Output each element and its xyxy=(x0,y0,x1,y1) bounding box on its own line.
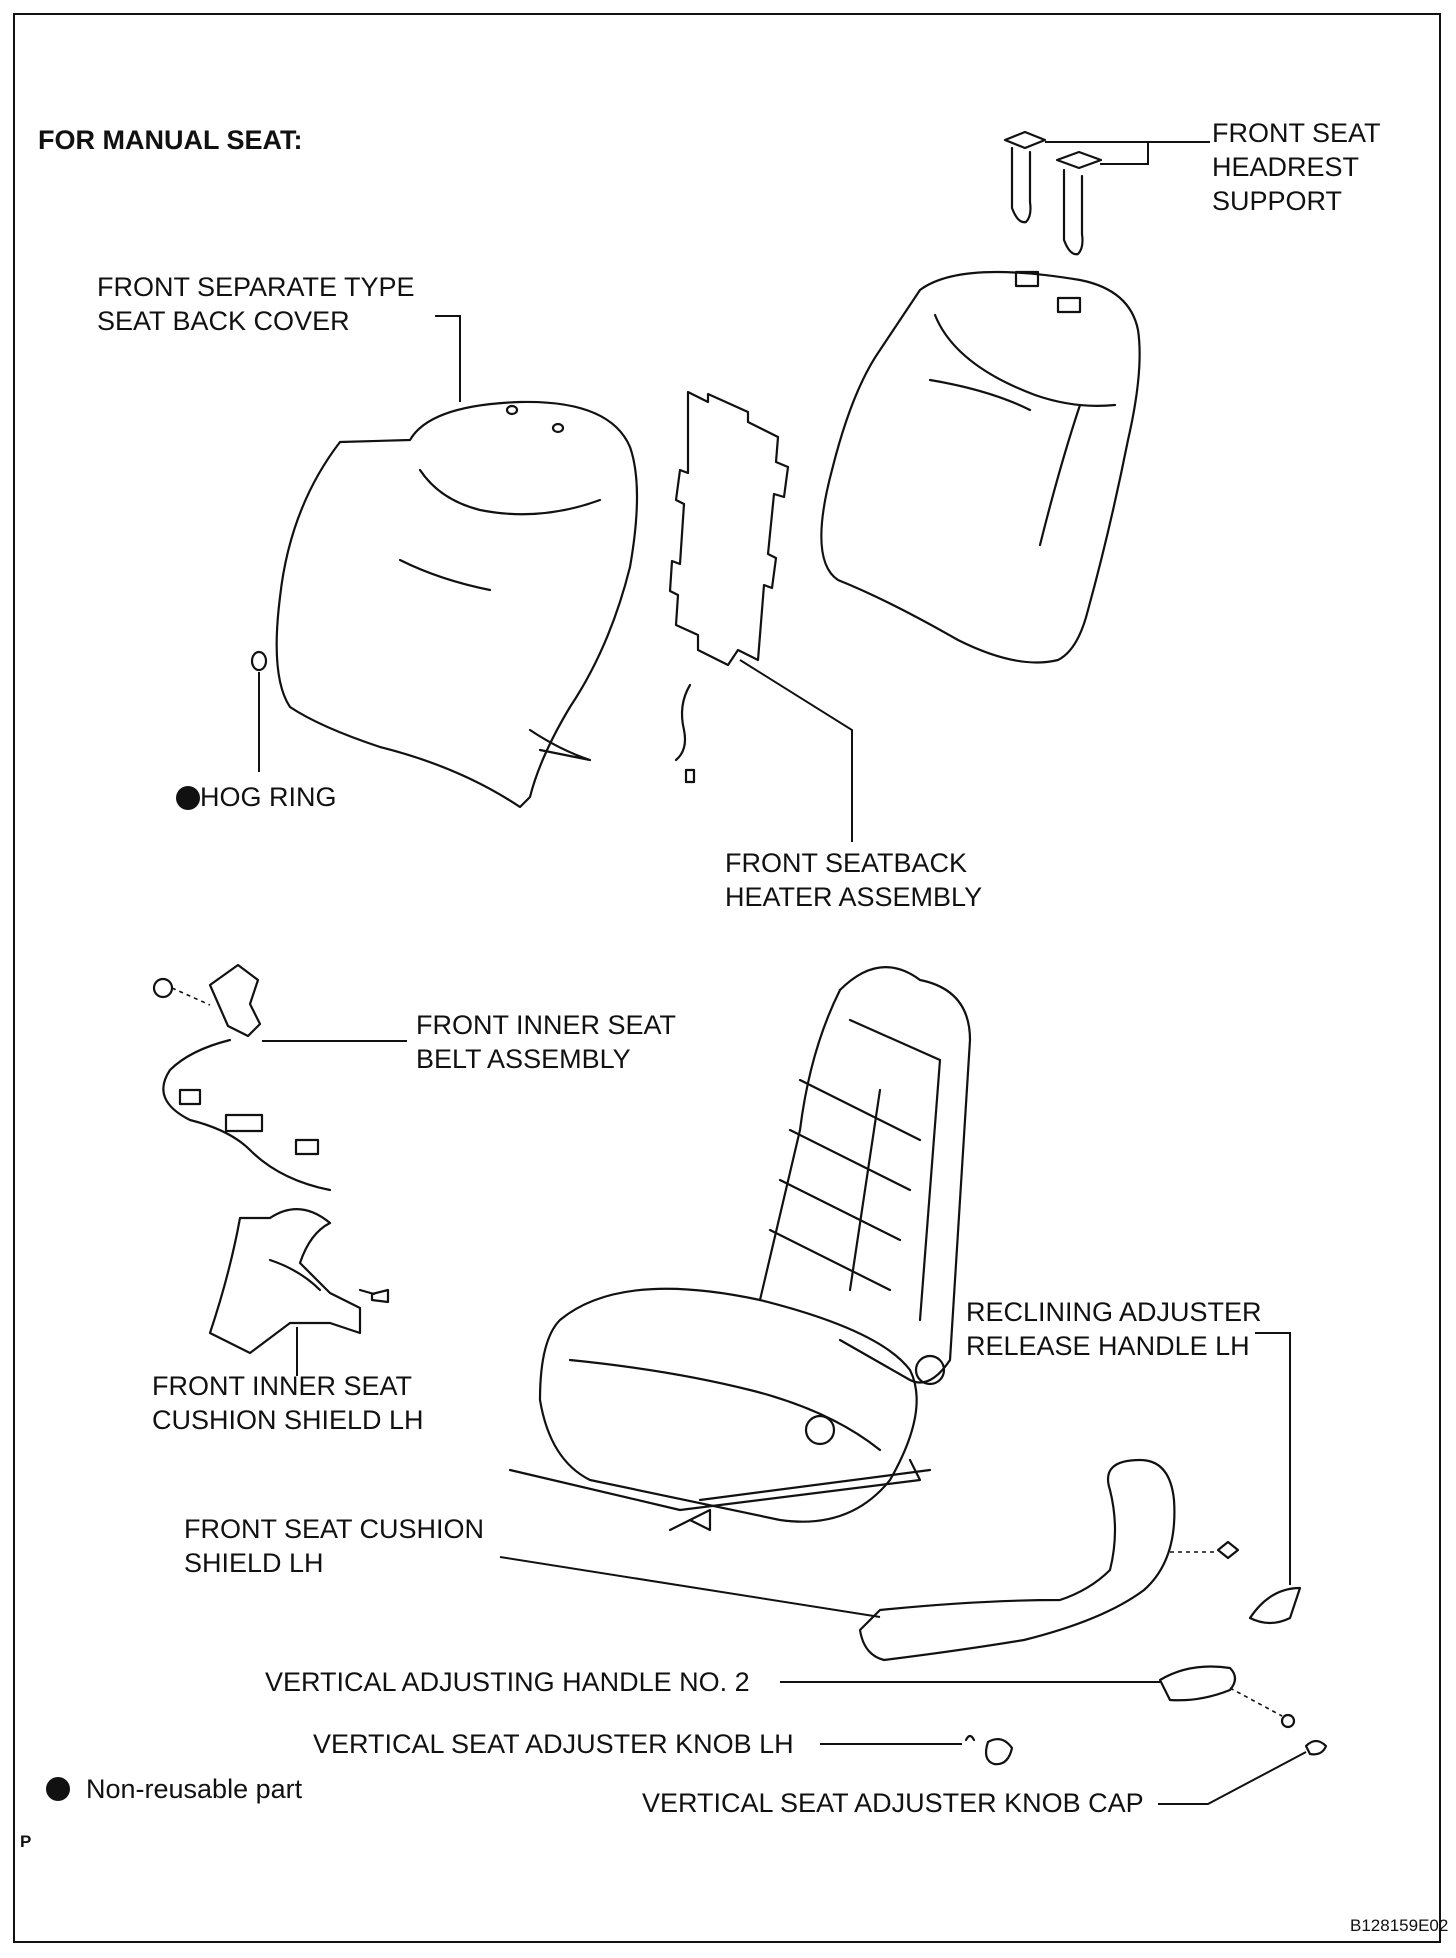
leader-seat-back-cover xyxy=(435,315,461,402)
leader-seatback-heater xyxy=(739,659,853,842)
reclining-handle-part xyxy=(1216,1540,1302,1625)
seat-frame-cushion-part xyxy=(508,966,972,1532)
label-cushion-shield-line-1: FRONT SEAT CUSHION xyxy=(184,1514,485,1544)
label-reclining-handle: RECLINING ADJUSTER RELEASE HANDLE LH xyxy=(966,1295,1262,1363)
inner-cushion-shield-part xyxy=(208,1208,390,1355)
label-seat-back-cover-line-1: FRONT SEPARATE TYPE xyxy=(97,272,415,302)
label-inner-cushion-shield-line-2: CUSHION SHIELD LH xyxy=(152,1405,424,1435)
label-inner-seat-belt-line-2: BELT ASSEMBLY xyxy=(416,1044,631,1074)
label-inner-seat-belt-line-1: FRONT INNER SEAT xyxy=(416,1010,677,1040)
label-seatback-heater-line-2: HEATER ASSEMBLY xyxy=(725,882,983,912)
headrest-support-parts xyxy=(1003,130,1103,256)
leader-knob-cap xyxy=(1158,1751,1307,1805)
diagram-title: FOR MANUAL SEAT: xyxy=(38,125,303,155)
label-cushion-shield-line-2: SHIELD LH xyxy=(184,1548,324,1578)
hog-ring-non-reusable-mark xyxy=(176,786,200,810)
vertical-handle-part xyxy=(1158,1665,1296,1729)
diagram-frame xyxy=(13,13,1441,1943)
leader-cushion-shield xyxy=(499,1556,881,1618)
label-reclining-handle-line-2: RELEASE HANDLE LH xyxy=(966,1331,1250,1361)
knob-cap-part xyxy=(1304,1739,1328,1756)
adjuster-knob-part xyxy=(964,1734,1014,1766)
seat-back-cover-part xyxy=(275,400,639,809)
label-seat-back-cover: FRONT SEPARATE TYPE SEAT BACK COVER xyxy=(97,270,415,338)
label-vertical-handle: VERTICAL ADJUSTING HANDLE NO. 2 xyxy=(265,1667,750,1697)
legend-non-reusable-text: Non-reusable part xyxy=(86,1774,303,1804)
label-inner-cushion-shield-line-1: FRONT INNER SEAT xyxy=(152,1371,413,1401)
label-headrest-support-line-2: HEADREST xyxy=(1212,152,1360,182)
label-cushion-shield: FRONT SEAT CUSHION SHIELD LH xyxy=(184,1512,484,1580)
hog-ring-part xyxy=(250,650,268,672)
label-seatback-heater-line-1: FRONT SEATBACK xyxy=(725,848,968,878)
legend-non-reusable-mark xyxy=(46,1777,70,1801)
inner-seat-belt-part xyxy=(152,963,332,1192)
leader-headrest-2 xyxy=(1100,142,1149,165)
seatback-heater-part xyxy=(668,390,790,784)
label-reclining-handle-line-1: RECLINING ADJUSTER xyxy=(966,1297,1262,1327)
seat-back-assembly-part xyxy=(820,270,1141,664)
label-seat-back-cover-line-2: SEAT BACK COVER xyxy=(97,306,350,336)
label-headrest-support-line-1: FRONT SEAT xyxy=(1212,118,1381,148)
label-hog-ring: HOG RING xyxy=(200,782,337,812)
label-inner-seat-belt: FRONT INNER SEAT BELT ASSEMBLY xyxy=(416,1008,676,1076)
label-headrest-support-line-3: SUPPORT xyxy=(1212,186,1343,216)
figure-id: B128159E02 xyxy=(1350,1916,1449,1935)
belt-bolt-dash xyxy=(171,987,211,1006)
leader-reclining-handle xyxy=(1255,1332,1291,1585)
label-seatback-heater: FRONT SEATBACK HEATER ASSEMBLY xyxy=(725,846,982,914)
cushion-shield-part xyxy=(858,1458,1176,1662)
label-adjuster-knob: VERTICAL SEAT ADJUSTER KNOB LH xyxy=(313,1729,794,1759)
label-inner-cushion-shield: FRONT INNER SEAT CUSHION SHIELD LH xyxy=(152,1369,424,1437)
label-knob-cap: VERTICAL SEAT ADJUSTER KNOB CAP xyxy=(642,1788,1144,1818)
vertical-handle-dash xyxy=(1229,1687,1283,1717)
label-headrest-support: FRONT SEAT HEADREST SUPPORT xyxy=(1212,116,1381,218)
corner-mark: P xyxy=(20,1832,32,1851)
